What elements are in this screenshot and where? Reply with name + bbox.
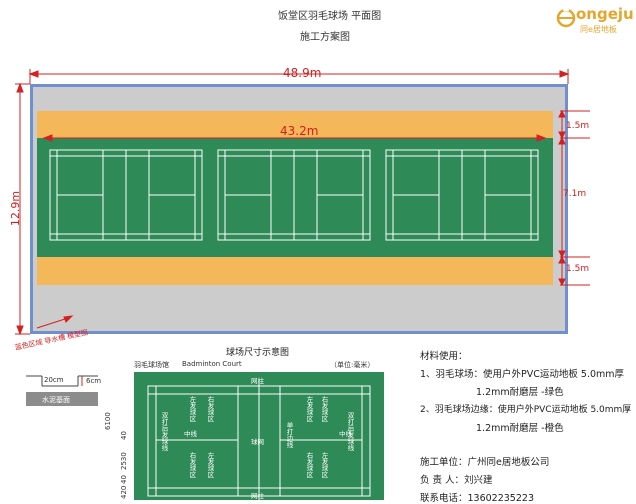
- left-service-area-r2: 左发球区: [320, 451, 328, 479]
- materials-heading: 材料使用：: [420, 351, 468, 362]
- court-name-en: Badminton Court: [182, 360, 242, 368]
- company-info: 施工单位：广州同e居地板公司: [420, 457, 550, 468]
- phone-info: 联系电话：13602235223: [420, 493, 534, 504]
- dimension-total-height: [15, 82, 30, 336]
- right-service-area-r2: 右发球区: [320, 395, 328, 423]
- right-service-area-l1: 右发球区: [188, 451, 196, 479]
- court-size-diagram: 双打后发球线 左发球区 右发球区 右发球区 左发球区 中线 左发球区 右发球区 …: [134, 372, 384, 500]
- material-item-1-line2: 1.2mm耐磨层 -绿色: [476, 387, 564, 398]
- left-service-area-l1: 左发球区: [188, 395, 196, 423]
- badminton-court-1: [49, 149, 203, 241]
- dimension-inner-width-label: 43.2m: [280, 124, 319, 138]
- dimension-right-top-label: 1.5m: [566, 121, 590, 131]
- court-name-cn: 羽毛球场馆: [134, 361, 169, 369]
- dimension-right-middle-label: 7.1m: [563, 189, 587, 199]
- dimension-total-width: [28, 69, 570, 84]
- drainage-width-label: 20cm: [44, 376, 64, 384]
- right-service-area-l2: 右发球区: [206, 395, 214, 423]
- left-service-area-l2: 左发球区: [206, 451, 214, 479]
- logo-word: ongeju: [576, 5, 634, 23]
- page-title: 饭堂区羽毛球场 平面图: [278, 11, 382, 22]
- section-pointer: [36, 315, 74, 329]
- plan-drawing: [15, 69, 590, 336]
- net-post-top: 网柱: [251, 377, 264, 385]
- plan-view: 48.9m 43.2m 12.9m 1.5m 7.1m 1.5m: [9, 66, 590, 336]
- materials-panel: 材料使用： 1、羽毛球场：使用户外PVC运动地板 5.0mm厚 1.2mm耐磨层…: [416, 348, 634, 504]
- badminton-court-2: [217, 149, 371, 241]
- dim-2530: 2530: [120, 452, 128, 470]
- doubles-service-line-left: 双打后发球线: [160, 412, 168, 452]
- material-item-1-line1: 1、羽毛球场：使用户外PVC运动地板 5.0mm厚: [420, 369, 625, 380]
- person-info: 负 责 人：刘兴建: [420, 475, 493, 486]
- dim-40b: 40: [120, 475, 128, 484]
- court-diagram-heading: 球场尺寸示意图: [226, 348, 290, 358]
- dim-40a: 40: [120, 431, 128, 440]
- center-line-r: 中线: [339, 429, 353, 438]
- net-label: 球网: [251, 438, 264, 446]
- badminton-court-3: [385, 149, 539, 241]
- page-subtitle: 施工方案图: [300, 32, 350, 43]
- material-item-2-line1: 2、羽毛球场边缘：使用户外PVC运动地板 5.0mm厚: [420, 405, 632, 415]
- doubles-service-line-right: 双打后发球线: [346, 412, 354, 452]
- left-service-area-r1: 左发球区: [305, 395, 313, 423]
- court-size-drawing: 双打后发球线 左发球区 右发球区 右发球区 左发球区 中线 左发球区 右发球区 …: [134, 372, 384, 500]
- dimension-inner-width: [42, 134, 547, 142]
- dimension-total-width-label: 48.9m: [283, 66, 322, 80]
- singles-sideline-label: 单打边线: [285, 421, 293, 449]
- drainage-section-drawing: [26, 375, 98, 406]
- center-line-l: 中线: [184, 429, 198, 438]
- dim-6100: 6100: [104, 412, 112, 430]
- drainage-depth-label: 6cm: [86, 377, 102, 385]
- drainage-base-label: 水泥基面: [42, 396, 70, 404]
- logo-icon: [556, 7, 576, 28]
- dimension-total-height-label: 12.9m: [9, 190, 23, 227]
- material-item-2-line2: 1.2mm耐磨层 -橙色: [476, 423, 564, 434]
- court-unit: （单位:毫米）: [330, 361, 375, 369]
- green-court-area: [37, 138, 553, 257]
- dim-420: 420: [120, 485, 128, 499]
- dimension-right: [558, 109, 590, 287]
- logo-cn: 同e居地板: [580, 25, 617, 34]
- drainage-section: 20cm 6cm 水泥基面: [20, 370, 110, 410]
- logo: ongeju 同e居地板: [556, 4, 634, 36]
- net-post-bottom: 网柱: [251, 492, 264, 500]
- dimension-right-bottom-label: 1.5m: [566, 264, 590, 274]
- court-dims-left: 6100 40 2530 40 420: [102, 372, 134, 500]
- right-service-area-r1: 右发球区: [305, 451, 313, 479]
